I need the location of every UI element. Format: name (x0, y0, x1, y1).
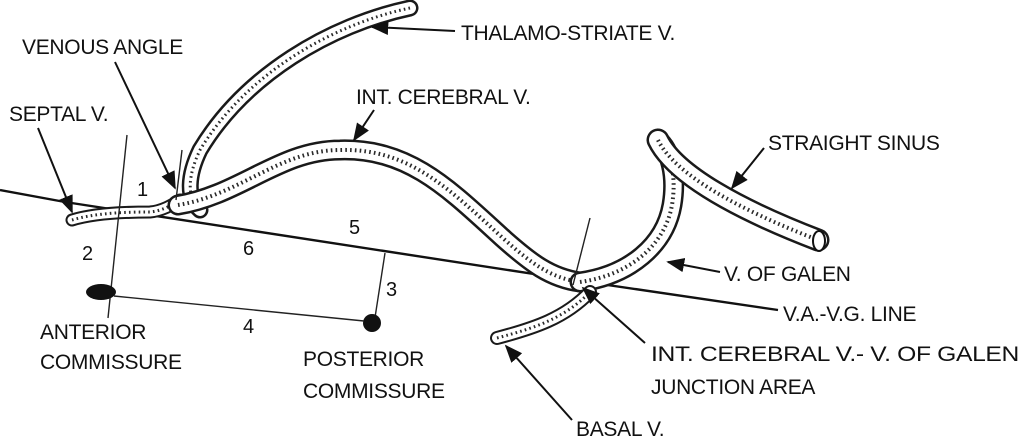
leader-v-of-galen (666, 257, 721, 273)
leader-junction (581, 286, 646, 344)
thalamo-striate-vein (181, 0, 419, 219)
number-1: 1 (137, 179, 148, 201)
label-anterior-commissure-1: ANTERIOR (40, 321, 146, 344)
internal-cerebral-vein (167, 139, 591, 293)
leader-venous-angle (114, 61, 176, 190)
perpendicular-line-posterior (373, 252, 386, 325)
label-va-vg-line: V.A.-V.G. LINE (783, 303, 916, 326)
number-2: 2 (82, 243, 93, 265)
anterior-commissure-marker (86, 284, 116, 300)
label-thalamo-striate: THALAMO-STRIATE V. (461, 22, 675, 45)
number-3: 3 (386, 279, 397, 301)
number-5: 5 (349, 217, 360, 239)
label-venous-angle: VENOUS ANGLE (22, 36, 183, 59)
leader-septal (37, 127, 73, 214)
commissure-line (113, 295, 365, 322)
straight-sinus-lumen (812, 230, 826, 252)
leader-int-cerebral (353, 109, 375, 142)
number-4: 4 (243, 316, 254, 338)
label-posterior-commissure-2: COMMISSURE (303, 380, 445, 403)
label-anterior-commissure-2: COMMISSURE (40, 351, 182, 374)
leader-straight-sinus (730, 147, 765, 190)
label-straight-sinus: STRAIGHT SINUS (768, 132, 940, 155)
label-junction-2: JUNCTION AREA (651, 376, 815, 399)
straight-sinus (646, 128, 830, 252)
perpendicular-line-junction (572, 217, 591, 286)
label-v-of-galen: V. OF GALEN (724, 263, 851, 286)
posterior-commissure-marker (363, 314, 381, 332)
va-vg-line (0, 188, 779, 312)
basal-vein (490, 285, 597, 345)
label-posterior-commissure-1: POSTERIOR (303, 348, 424, 371)
leader-thalamo-striate (370, 20, 456, 35)
label-septal: SEPTAL V. (9, 103, 108, 126)
leader-basal (504, 344, 573, 421)
label-junction-1: INT. CEREBRAL V.- V. OF GALEN (651, 343, 1019, 366)
label-basal: BASAL V. (576, 418, 664, 441)
tick-venous-angle (175, 149, 183, 201)
number-6: 6 (243, 238, 254, 260)
label-int-cerebral: INT. CEREBRAL V. (356, 86, 531, 109)
